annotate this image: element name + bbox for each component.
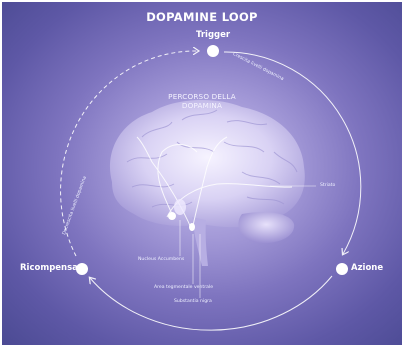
label-nucleus-accumbens: Nucleus Accumbens	[138, 257, 185, 262]
node-trigger-label: Trigger	[196, 30, 231, 40]
brain-illustration	[109, 100, 305, 266]
trigger-dot	[207, 45, 219, 57]
node-azione-label: Azione	[351, 263, 384, 273]
brain-path-title-line2: DOPAMINA	[181, 101, 223, 110]
diagram-card: DOPAMINE LOOP Trigger Azione Ricompensa …	[2, 2, 402, 345]
ricompensa-dot	[76, 263, 88, 275]
diagram-graphics	[60, 45, 362, 331]
brain-path-title: PERCORSO DELLA DOPAMINA	[142, 92, 262, 110]
label-area-tegmentale: Area tegmentale ventrale	[154, 285, 214, 290]
label-substantia-nigra: Substantia nigra	[174, 299, 212, 304]
azione-dot	[336, 263, 348, 275]
node-ricompensa-label: Ricompensa	[20, 263, 78, 273]
brain-path-title-line1: PERCORSO DELLA	[168, 92, 236, 101]
label-striato: Striato	[320, 183, 336, 188]
arc-azione-to-ricompensa	[90, 275, 333, 331]
arc-ricompensa-to-trigger	[60, 51, 198, 257]
diagram-title: DOPAMINE LOOP	[146, 10, 258, 24]
arc-trigger-to-azione	[223, 51, 362, 254]
